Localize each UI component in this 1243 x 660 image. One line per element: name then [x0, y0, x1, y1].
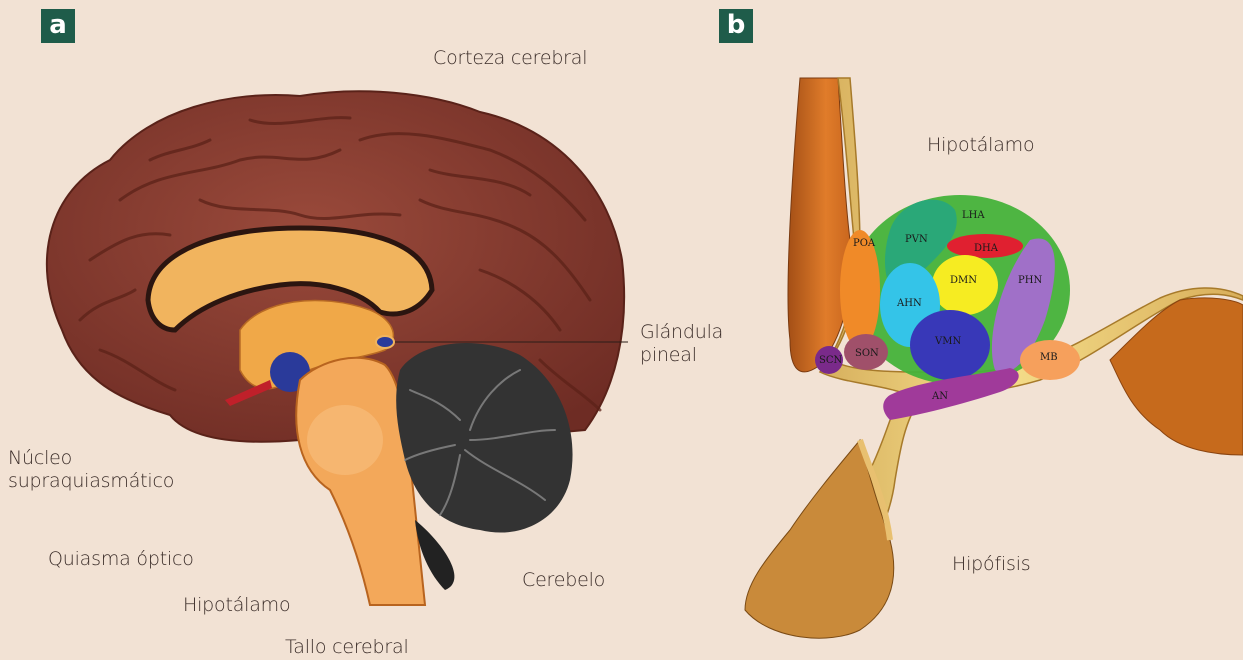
dmn-label: DMN — [950, 275, 977, 286]
scn-label: SCN — [819, 355, 843, 366]
label-pituitary: Hipófisis — [952, 553, 1031, 576]
label-cerebral-cortex: Corteza cerebral — [433, 47, 587, 70]
label-pineal-gland: Glándula pineal — [640, 321, 730, 367]
ahn-label: AHN — [896, 298, 922, 309]
pineal-gland — [376, 336, 394, 348]
dha-label: DHA — [974, 243, 999, 254]
third-ventricle-wall — [788, 78, 851, 372]
label-hypothalamus-b: Hipotálamo — [927, 134, 1034, 157]
brain-illustration — [47, 91, 628, 605]
label-suprachiasmatic-nucleus: Núcleo supraquiasmático — [8, 447, 193, 493]
label-cerebellum: Cerebelo — [522, 569, 605, 592]
label-hypothalamus-a: Hipotálamo — [183, 594, 290, 617]
poa-label: POA — [853, 238, 876, 249]
an-label: AN — [931, 391, 948, 402]
mb-label: MB — [1040, 352, 1058, 363]
cerebellum — [396, 343, 572, 590]
son-label: SON — [855, 348, 879, 359]
pvn-label: PVN — [905, 234, 928, 245]
lha-label: LHA — [962, 210, 985, 221]
label-optic-chiasm: Quiasma óptico — [48, 548, 194, 571]
phn-label: PHN — [1018, 275, 1042, 286]
vmn-label: VMN — [934, 336, 961, 347]
label-brainstem: Tallo cerebral — [285, 636, 409, 659]
